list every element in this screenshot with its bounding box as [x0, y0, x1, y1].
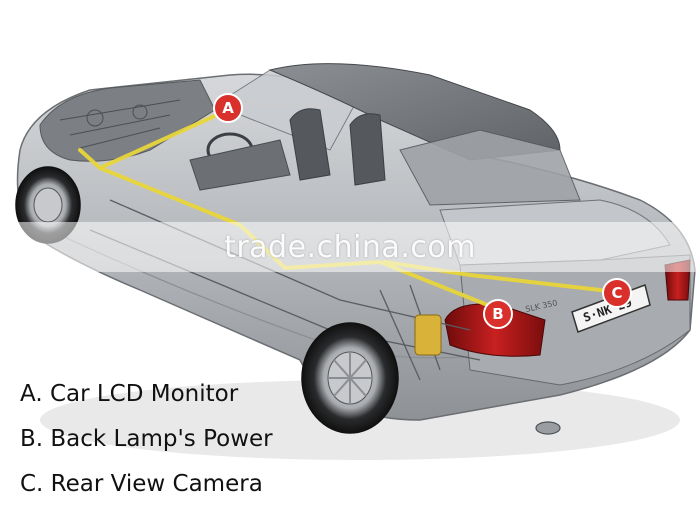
marker-b: B — [484, 300, 512, 328]
exhaust-pipe — [536, 422, 560, 434]
marker-a: A — [214, 94, 242, 122]
marker-a-label: A — [222, 99, 234, 117]
legend-item-back-lamp-power: B. Back Lamp's Power — [20, 417, 273, 462]
marker-c: C — [603, 279, 631, 307]
legend-item-lcd-monitor: A. Car LCD Monitor — [20, 372, 273, 417]
rear-wheel — [302, 323, 398, 433]
watermark-text: trade.china.com — [0, 230, 700, 265]
legend: A. Car LCD Monitor B. Back Lamp's Power … — [20, 372, 273, 507]
rear-component — [415, 315, 441, 355]
marker-c-label: C — [611, 284, 622, 302]
legend-item-rear-view-camera: C. Rear View Camera — [20, 462, 273, 507]
marker-b-label: B — [492, 305, 503, 323]
